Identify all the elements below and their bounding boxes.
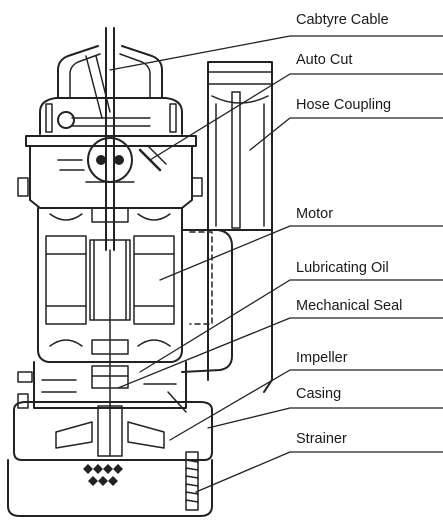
top-flange <box>25 135 197 147</box>
label-casing: Casing <box>296 386 342 402</box>
cable-clamp-ring <box>57 111 75 129</box>
oil-jacket-dashed <box>189 231 213 325</box>
top-cover <box>39 97 183 135</box>
strainer <box>7 459 213 517</box>
pump-casing <box>13 401 213 461</box>
handle-inner <box>69 53 151 99</box>
auto-cut-chamber <box>29 145 193 209</box>
label-hose-coupling: Hose Coupling <box>296 97 392 113</box>
label-strainer: Strainer <box>296 431 347 447</box>
leader-casing <box>207 407 443 429</box>
motor-frame-right <box>181 229 233 373</box>
leader-lubricating-oil <box>139 279 443 373</box>
label-lubricating-oil: Lubricating Oil <box>296 260 389 276</box>
impeller <box>55 421 165 449</box>
label-motor: Motor <box>296 206 334 222</box>
leader-hose-coupling <box>249 117 443 151</box>
auto-cut-switch <box>87 137 133 183</box>
lifting-handle <box>57 45 163 99</box>
leader-strainer <box>195 451 443 493</box>
label-auto-cut: Auto Cut <box>296 52 353 68</box>
strainer-grip <box>185 451 199 511</box>
leader-impeller <box>169 369 443 441</box>
upper-bearing <box>91 207 129 223</box>
leader-mechanical-seal <box>117 317 443 389</box>
label-impeller: Impeller <box>296 350 348 366</box>
leader-auto-cut <box>149 73 443 161</box>
strainer-holes <box>83 464 123 486</box>
leader-motor <box>159 225 443 281</box>
label-mechanical-seal: Mechanical Seal <box>296 298 403 314</box>
label-cabtyre-cable: Cabtyre Cable <box>296 12 389 28</box>
leader-cabtyre-cable <box>109 35 443 71</box>
motor-stator <box>45 213 175 347</box>
